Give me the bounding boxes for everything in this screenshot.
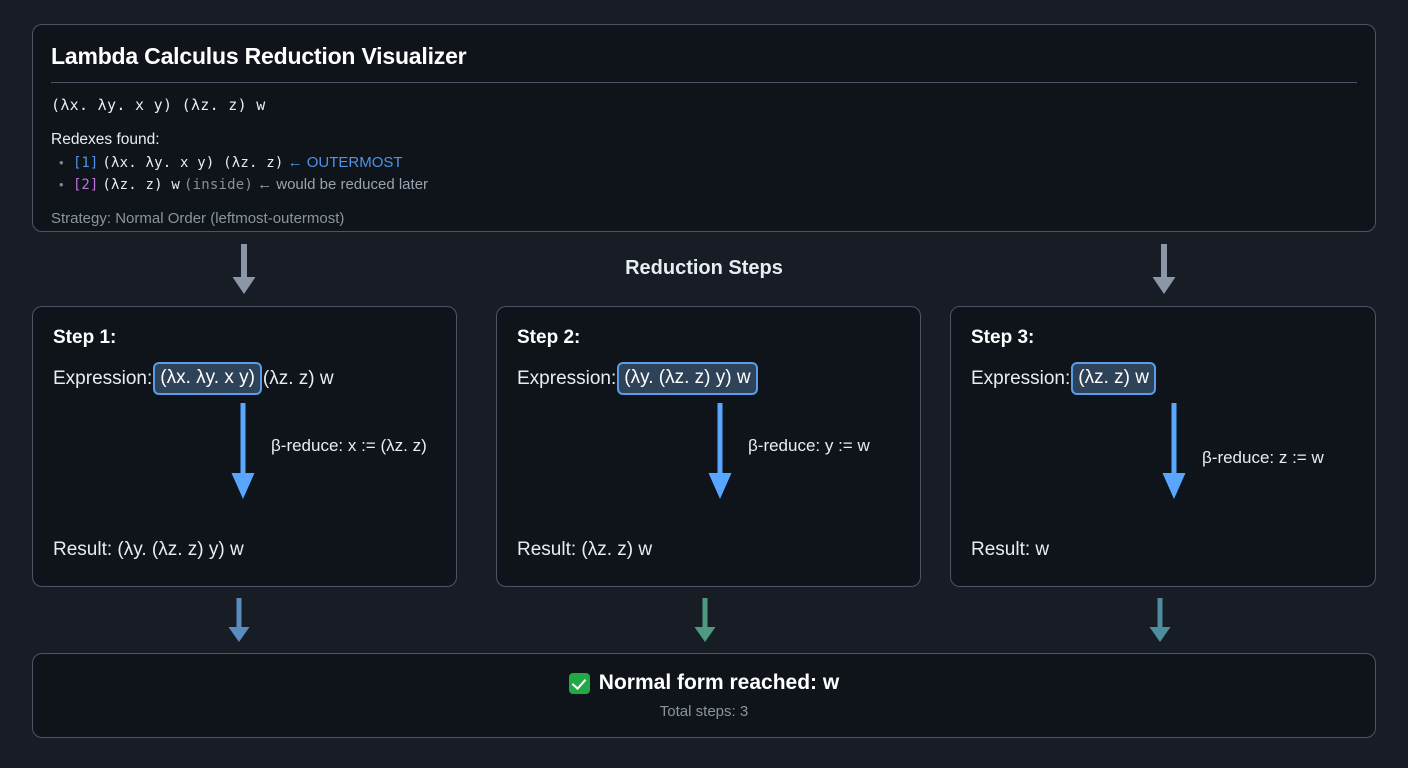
connector-arrow-bottom-1: [228, 598, 250, 642]
step-heading-1: Step 1:: [53, 327, 117, 348]
redex-note-2: ← would be reduced later: [257, 176, 429, 193]
normal-form-line: Normal form reached: w: [568, 671, 840, 695]
redex-index-1: [1]: [73, 155, 99, 171]
redex-index-2: [2]: [73, 177, 99, 193]
expression-label-3: Expression:: [971, 367, 1071, 389]
title-divider: [51, 82, 1357, 83]
redex-item-2[interactable]: [2] (λz. z) w (inside) ← would be reduce…: [51, 174, 1357, 196]
redex-list: [1] (λx. λy. x y) (λz. z) ← OUTERMOST [2…: [51, 152, 1357, 196]
result-row-3: Result: w: [971, 539, 1050, 560]
redex-term-2: (λz. z) w: [102, 177, 180, 193]
connector-arrow-top-right: [1152, 244, 1176, 294]
header-panel: Lambda Calculus Reduction Visualizer (λx…: [32, 24, 1376, 232]
beta-reduce-arrow-1: [231, 403, 255, 499]
connector-arrow-bottom-3: [1149, 598, 1171, 642]
beta-reduce-arrow-2: [708, 403, 732, 499]
connector-arrow-bottom-2: [694, 598, 716, 642]
redex-term-1: (λx. λy. x y) (λz. z): [102, 155, 284, 171]
beta-reduce-label-1: β-reduce: x := (λz. z): [271, 436, 427, 455]
expression-label-2: Expression:: [517, 367, 617, 389]
step-heading-3: Step 3:: [971, 327, 1035, 348]
redex-note-1: ← OUTERMOST: [287, 154, 403, 171]
highlighted-redex-2[interactable]: (λy. (λz. z) y) w: [617, 362, 758, 395]
normal-form-panel: Normal form reached: w Total steps: 3: [32, 653, 1376, 738]
step-card-2: Step 2: Expression: (λy. (λz. z) y) w β-…: [496, 306, 921, 587]
beta-reduce-label-2: β-reduce: y := w: [748, 436, 870, 455]
reduce-zone-3: β-reduce: z := w: [971, 403, 1355, 508]
redex-inside-marker-2: (inside): [184, 177, 254, 193]
expression-row-1: Expression: (λx. λy. x y) (λz. z) w: [53, 362, 436, 395]
section-title: Reduction Steps: [625, 257, 783, 279]
source-expression: (λx. λy. x y) (λz. z) w: [51, 96, 266, 114]
expression-row-3: Expression: (λz. z) w: [971, 362, 1355, 395]
highlighted-redex-3[interactable]: (λz. z) w: [1071, 362, 1156, 395]
total-steps-text: Total steps: 3: [659, 703, 749, 720]
redex-item-1[interactable]: [1] (λx. λy. x y) (λz. z) ← OUTERMOST: [51, 152, 1357, 174]
result-row-2: Result: (λz. z) w: [517, 539, 653, 560]
page-title: Lambda Calculus Reduction Visualizer: [51, 43, 467, 69]
normal-form-text: Normal form reached: w: [598, 671, 840, 694]
step-card-1: Step 1: Expression: (λx. λy. x y) (λz. z…: [32, 306, 457, 587]
reduce-zone-2: β-reduce: y := w: [517, 403, 900, 508]
strategy-line: Strategy: Normal Order (leftmost-outermo…: [51, 210, 345, 227]
highlighted-redex-1[interactable]: (λx. λy. x y): [153, 362, 262, 395]
redexes-label: Redexes found:: [51, 131, 160, 148]
beta-reduce-arrow-3: [1162, 403, 1186, 499]
beta-reduce-label-3: β-reduce: z := w: [1202, 448, 1324, 467]
step-heading-2: Step 2:: [517, 327, 581, 348]
connector-arrow-top-left: [232, 244, 256, 294]
expression-label-1: Expression:: [53, 367, 153, 389]
expression-tail-1: (λz. z) w: [262, 367, 334, 389]
reduce-zone-1: β-reduce: x := (λz. z): [53, 403, 436, 508]
result-row-1: Result: (λy. (λz. z) y) w: [53, 539, 244, 560]
step-card-3: Step 3: Expression: (λz. z) w β-reduce: …: [950, 306, 1376, 587]
expression-row-2: Expression: (λy. (λz. z) y) w: [517, 362, 900, 395]
check-mark-icon: [568, 672, 590, 694]
